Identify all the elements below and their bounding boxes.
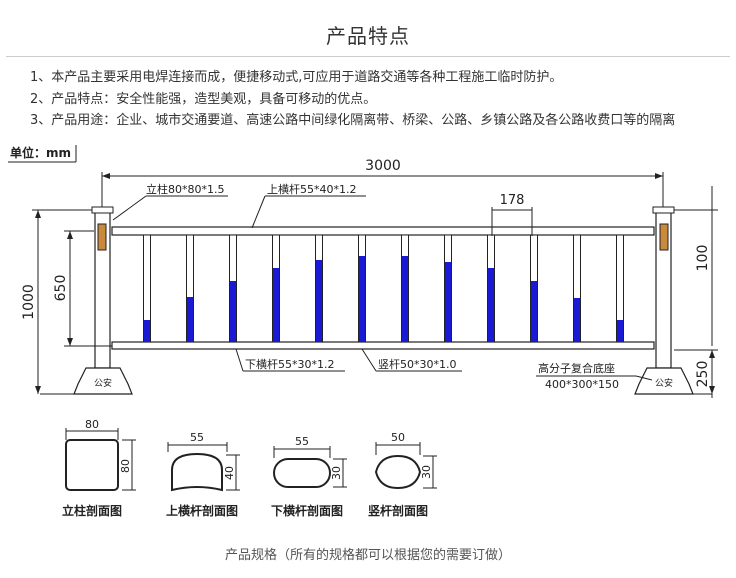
baluster-fill	[316, 260, 322, 342]
dim-650-arrow-top	[67, 231, 73, 239]
section-post-shape	[65, 439, 119, 491]
baluster-fill	[144, 320, 150, 342]
base-label-2: 400*300*150	[545, 378, 619, 391]
dim-650-text: 650	[53, 275, 69, 302]
section-top-rail-height: 40	[223, 466, 236, 480]
section-post-width: 80	[85, 418, 99, 431]
right-base-stamp: 公安	[655, 377, 673, 389]
baluster-fill	[359, 256, 365, 342]
dim-1000-text: 1000	[21, 284, 37, 320]
spacing-text: 178	[500, 193, 525, 208]
base-leader	[635, 375, 653, 381]
section-post-height: 80	[119, 459, 132, 473]
baluster-leader	[361, 348, 377, 372]
right-post-cap	[652, 206, 675, 214]
dim-250-arrow-bottom	[709, 386, 715, 394]
left-base-stamp: 公安	[94, 377, 112, 389]
section-top-rail-width: 55	[190, 431, 204, 444]
baluster-fill	[574, 298, 580, 342]
post-leader	[112, 195, 147, 221]
unit-label: 单位：mm	[10, 145, 71, 160]
feature-3: 3、产品用途：企业、城市交通要道、高速公路中间绿化隔离带、桥梁、公路、乡镇公路及…	[30, 113, 676, 128]
section-baluster-width: 50	[391, 431, 405, 444]
dim-1000-arrow-bottom	[35, 386, 41, 394]
left-base	[73, 367, 133, 395]
left-post-cap	[91, 206, 114, 214]
dim-100-text: 100	[695, 245, 711, 272]
dim-650-arrow-bottom	[67, 338, 73, 346]
section-top-rail-label: 上横杆剖面图	[166, 503, 238, 518]
page-title: 产品特点	[326, 24, 410, 48]
dim-1000-arrow-top	[35, 210, 41, 218]
section-top-rail: 55 40 上横杆剖面图	[166, 431, 240, 518]
section-bottom-rail-shape	[273, 458, 331, 488]
baluster-fill	[230, 281, 236, 342]
baluster-fill	[402, 256, 408, 342]
top-rail-leader	[251, 195, 266, 229]
dim-250-arrow-top	[709, 350, 715, 358]
dim-250-text: 250	[695, 361, 711, 388]
section-bottom-rail-label: 下横杆剖面图	[271, 503, 343, 518]
left-post-reflector	[97, 223, 107, 251]
specs-caption: 产品规格（所有的规格都可以根据您的需要订做）	[224, 548, 511, 563]
top-rail	[111, 226, 655, 236]
baluster-fill	[617, 320, 623, 342]
dim-arrow-right	[655, 173, 663, 179]
section-top-rail-shape	[171, 452, 223, 492]
section-baluster-shape	[374, 454, 422, 490]
divider	[6, 56, 730, 57]
post-label: 立柱80*80*1.5	[146, 182, 225, 196]
section-bottom-rail: 55 30 下横杆剖面图	[271, 435, 347, 518]
bottom-rail	[111, 341, 655, 350]
bottom-rail-label: 下横杆55*30*1.2	[245, 357, 335, 371]
dim-arrow-left	[102, 173, 110, 179]
baluster-label: 竖杆50*30*1.0	[378, 357, 457, 371]
section-baluster-height: 30	[420, 465, 433, 479]
baluster-fill	[187, 297, 193, 342]
section-bottom-rail-width: 55	[295, 435, 309, 448]
right-post-reflector	[659, 223, 669, 251]
feature-2: 2、产品特点：安全性能强，造型美观，具备可移动的优点。	[30, 92, 377, 107]
section-bottom-rail-height: 30	[330, 466, 343, 480]
top-rail-label: 上横杆55*40*1.2	[267, 182, 357, 196]
baluster-fill	[273, 268, 279, 342]
baluster-fill	[531, 281, 537, 342]
base-label-1: 高分子复合底座	[538, 361, 615, 375]
baluster-fill	[445, 262, 451, 342]
section-baluster: 50 30 竖杆剖面图	[368, 431, 437, 518]
bottom-rail-leader	[235, 348, 244, 372]
balusters	[143, 234, 624, 343]
baluster-fill	[488, 268, 494, 342]
section-post: 80 80 立柱剖面图	[62, 418, 136, 518]
feature-1: 1、本产品主要采用电焊连接而成，便捷移动式,可应用于道路交通等各种工程施工临时防…	[30, 70, 563, 85]
dim-width-text: 3000	[365, 158, 401, 174]
section-baluster-label: 竖杆剖面图	[368, 503, 428, 518]
section-post-label: 立柱剖面图	[62, 503, 122, 518]
